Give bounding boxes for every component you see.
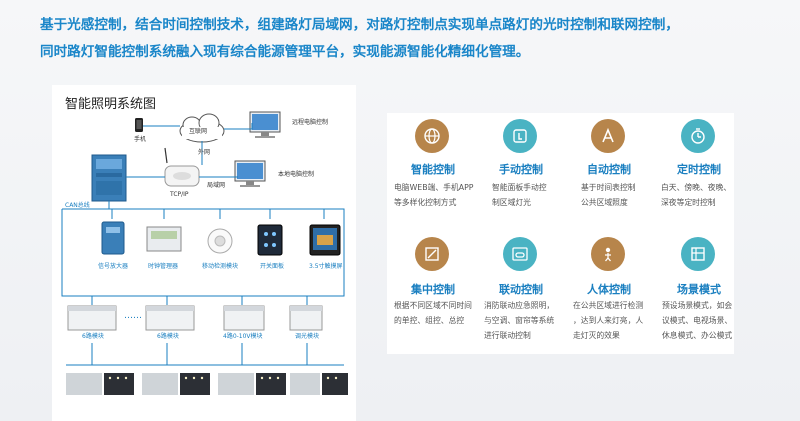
diagram-title: 智能照明系统图: [65, 97, 157, 112]
module-label-4: 调光模块: [295, 333, 320, 340]
controller-unit-icon: [91, 154, 127, 202]
feature-desc: 在公共区域进行检测，达到人来灯亮，人走灯灭的效果: [573, 301, 644, 340]
person-sensor-icon: [591, 237, 625, 271]
module-label-1: 6路模块: [82, 333, 104, 340]
motion-sensor-icon: [207, 228, 233, 254]
feature-title: 智能控制: [411, 163, 455, 176]
module-dots: ……: [124, 311, 142, 321]
auto-a-icon: [591, 119, 625, 153]
headline-line-1: 基于光感控制，结合时间控制技术，组建路灯局域网，对路灯控制点实现单点路灯的光时控…: [40, 17, 679, 33]
extranet-label: 外网: [198, 149, 211, 156]
feature-desc: 预设场景模式，如会议模式、电视场景、休息模式、办公模式: [662, 301, 733, 340]
feature-title: 场景模式: [677, 283, 721, 296]
feature-desc: 消防联动应急照明，与空调、窗帘等系统进行联动控制: [484, 301, 555, 340]
diagram-graphics: [61, 111, 348, 395]
feature-title: 集中控制: [411, 283, 455, 296]
phone-label: 手机: [134, 136, 147, 143]
remote-computer-icon: [249, 111, 281, 138]
router-icon: [164, 147, 200, 187]
lan-label: 局域网: [207, 182, 226, 189]
can-bus-label: CAN总线: [65, 202, 90, 209]
module-6ch-b-icon: [145, 305, 195, 331]
central-control-icon: [415, 237, 449, 271]
feature-desc: 基于时间表控制公共区域照度: [581, 183, 636, 207]
module-0-10v-icon: [223, 305, 265, 331]
module-6ch-a-icon: [67, 305, 117, 331]
feature-title: 联动控制: [499, 283, 543, 296]
signal-amplifier-icon: [101, 221, 125, 255]
feature-desc: 白天、傍晚、夜晚、深夜等定时控制: [661, 183, 732, 207]
local-computer-icon: [234, 160, 266, 187]
device-label-amplifier: 信号放大器: [98, 263, 129, 270]
device-label-clock: 时钟管理器: [148, 263, 179, 270]
headline-line-2: 同时路灯智能控制系统融入现有综合能源管理平台，实现能源智能化精细化管理。: [40, 44, 530, 60]
tcpip-label: TCP/IP: [170, 191, 189, 198]
device-label-touchscreen: 3.5寸触摸屏: [309, 263, 343, 270]
feature-desc: 智能面板手动控制区域灯光: [492, 183, 547, 207]
feature-desc: 根据不同区域不同时间的单控、组控、总控: [394, 301, 472, 325]
feature-title: 人体控制: [587, 283, 631, 296]
touch-screen-icon: [309, 224, 341, 256]
feature-title: 自动控制: [587, 163, 631, 176]
headline: 基于光感控制，结合时间控制技术，组建路灯局域网，对路灯控制点实现单点路灯的光时控…: [40, 12, 780, 66]
local-pc-label: 本地电脑控制: [278, 171, 315, 178]
module-label-3: 4路0-10V模块: [223, 333, 263, 340]
timer-icon: [681, 119, 715, 153]
room-photos: [66, 373, 348, 395]
mobile-phone-icon: [135, 118, 143, 132]
internet-label: 互联网: [189, 128, 208, 135]
hand-touch-icon: [503, 119, 537, 153]
device-label-switch: 开关面板: [260, 263, 285, 270]
lighting-system-diagram: 智能照明系统图 手机 互联网 远程电脑控制 外网 本地电脑控制 局域网 TCP/…: [52, 85, 356, 421]
dimming-module-icon: [289, 305, 323, 331]
scene-mode-icon: [681, 237, 715, 271]
feature-title: 定时控制: [677, 163, 721, 176]
device-label-motion: 移动检测模块: [202, 263, 239, 270]
link-icon: [503, 237, 537, 271]
clock-manager-icon: [146, 226, 182, 252]
module-label-2: 6路模块: [157, 333, 179, 340]
feature-title: 手动控制: [499, 163, 543, 176]
internet-cloud-icon: [179, 113, 225, 143]
switch-panel-icon: [257, 224, 283, 256]
remote-pc-label: 远程电脑控制: [292, 119, 329, 126]
globe-icon: [415, 119, 449, 153]
